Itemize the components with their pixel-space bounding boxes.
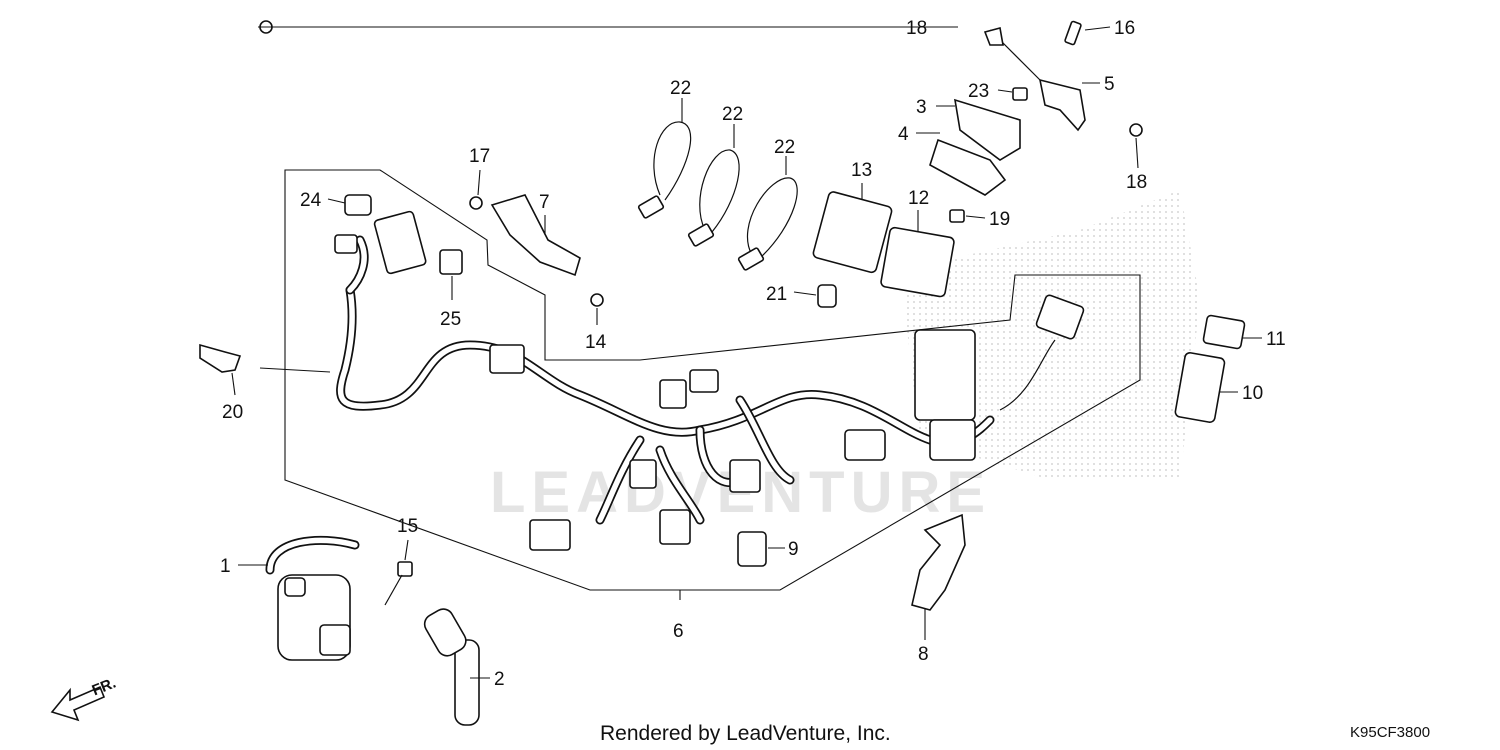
callout-24: 24 xyxy=(300,190,322,211)
callout-18-top: 18 xyxy=(906,18,927,39)
ignition-coil xyxy=(265,535,360,661)
callout-18-right: 18 xyxy=(1126,172,1147,193)
callout-11: 11 xyxy=(1266,329,1286,350)
bracket-7 xyxy=(490,194,581,277)
callout-labels: 1 2 3 4 5 6 7 8 9 10 11 12 13 14 15 16 1… xyxy=(220,18,1286,690)
cap-11 xyxy=(1202,314,1246,350)
spark-plug-cap xyxy=(423,608,480,726)
callout-2: 2 xyxy=(494,669,505,690)
connector-10 xyxy=(1174,352,1226,423)
front-direction-indicator: FR. xyxy=(50,675,119,722)
bolt-15 xyxy=(384,561,413,606)
relay-13 xyxy=(812,191,893,274)
rubber-4 xyxy=(929,138,1007,196)
small-parts xyxy=(199,20,1143,373)
relay-12 xyxy=(880,226,955,298)
callout-8: 8 xyxy=(918,644,929,665)
callout-3: 3 xyxy=(916,97,927,118)
callout-9: 9 xyxy=(788,539,799,560)
callout-19: 19 xyxy=(989,209,1010,230)
band-clips-22 xyxy=(637,121,798,271)
front-arrow-icon xyxy=(50,685,106,722)
callout-17: 17 xyxy=(469,146,490,167)
main-wire-harness xyxy=(334,210,1085,551)
callout-23: 23 xyxy=(968,81,989,102)
callout-10: 10 xyxy=(1242,383,1263,404)
callout-16: 16 xyxy=(1114,18,1135,39)
callout-7: 7 xyxy=(539,192,550,213)
callout-13: 13 xyxy=(851,160,872,181)
callout-22-b: 22 xyxy=(722,104,743,125)
callout-15: 15 xyxy=(397,516,418,537)
leader-lines xyxy=(231,26,1262,679)
footer-credit: Rendered by LeadVenture, Inc. xyxy=(600,722,891,745)
cover-3 xyxy=(953,98,1021,161)
callout-12: 12 xyxy=(908,188,929,209)
bracket-8 xyxy=(911,513,966,611)
bracket-5 xyxy=(983,27,1086,132)
callout-25: 25 xyxy=(440,309,461,330)
callout-14: 14 xyxy=(585,332,607,353)
callout-4: 4 xyxy=(898,124,909,145)
callout-22-a: 22 xyxy=(670,78,691,99)
callout-20: 20 xyxy=(222,402,243,423)
callout-5: 5 xyxy=(1104,74,1115,95)
front-label: FR. xyxy=(90,675,119,700)
callout-22-c: 22 xyxy=(774,137,795,158)
connector-9 xyxy=(737,531,767,567)
callout-6: 6 xyxy=(673,621,684,642)
diagram-code: K95CF3800 xyxy=(1350,724,1430,741)
callout-21: 21 xyxy=(766,284,787,305)
harness-group-outline xyxy=(284,169,1141,591)
callout-1: 1 xyxy=(220,556,231,577)
